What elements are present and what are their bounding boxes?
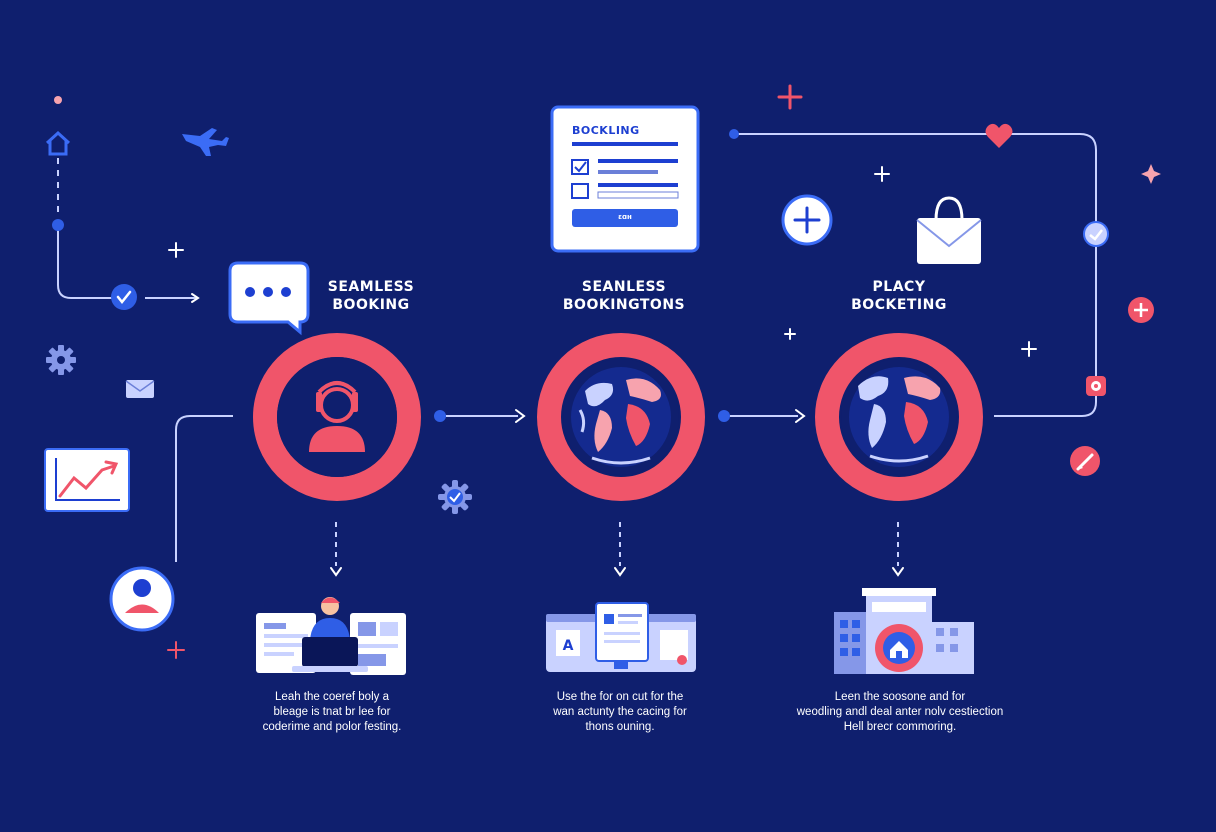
- arrow-heads: [191, 293, 904, 577]
- connector-top-loop: [736, 133, 1097, 222]
- arrow-head-down-1: [330, 567, 342, 577]
- gear-check-icon: [438, 480, 472, 514]
- svg-text:A: A: [563, 638, 574, 654]
- step-3-caption-line3: Hell brecr commoring.: [843, 721, 957, 733]
- booking-card-button[interactable]: [572, 209, 678, 227]
- connector-lines: [57, 133, 1097, 566]
- step-3-caption-line1: Leen the soosone and for: [834, 691, 966, 703]
- step-1-title: SEAMLESS BOOKING: [316, 278, 426, 314]
- trend-chart-icon: [44, 448, 130, 512]
- verified-badge-icon: [1083, 221, 1109, 247]
- step-3-caption-line2: weodling andl deal anter nolv cestiectio…: [796, 706, 1004, 718]
- node-dot-top: [729, 129, 739, 139]
- connector-right-loop: [994, 246, 1097, 417]
- arrow-head-check: [191, 293, 200, 303]
- connector-left-curve: [57, 228, 112, 299]
- booking-card-title: BOCKLING: [572, 124, 640, 137]
- airplane-icon: [182, 128, 229, 156]
- heart-icon: [985, 123, 1013, 148]
- step-1-caption-line3: coderime and polor festing.: [262, 721, 402, 733]
- sparkle-icon: [168, 166, 1037, 357]
- node-dot-step1: [434, 410, 446, 422]
- home-icon: [45, 130, 71, 156]
- user-icon: [309, 381, 365, 452]
- step-3-title: PLACY BOCKETING: [834, 278, 964, 314]
- envelope-icon: [916, 196, 982, 264]
- user-avatar-icon: [109, 566, 175, 632]
- check-icon: [111, 284, 137, 310]
- node-dot-step2: [718, 410, 730, 422]
- mail-icon: [125, 380, 155, 398]
- step-3-circle[interactable]: [815, 333, 983, 501]
- building-icon: [834, 588, 974, 674]
- step-3-title-line1: PLACY: [872, 279, 926, 295]
- step-1-circle[interactable]: [253, 333, 421, 501]
- arrow-head-down-3: [892, 567, 904, 577]
- step-2-circle[interactable]: [537, 333, 705, 501]
- step-2-title-line2: BOOKINGTONS: [562, 297, 686, 313]
- plus-badge-icon: [1128, 297, 1154, 323]
- step-3-caption: Leen the soosone and for weodling andl d…: [774, 690, 1026, 735]
- booking-card: [550, 105, 700, 253]
- step-2-caption-line2: wan actunty the cacing for: [553, 706, 687, 718]
- globe-icon: [849, 367, 949, 467]
- step-2-caption-line1: Use the for on cut for the: [556, 691, 684, 703]
- step-2-title-line1: SEANLESS: [581, 279, 667, 295]
- laptop-person-icon: [256, 597, 406, 675]
- step-1-title-line1: SEAMLESS: [327, 279, 415, 295]
- step-2-caption-line3: thons ouning.: [585, 721, 655, 733]
- plus-circle-icon[interactable]: [781, 194, 833, 246]
- accent-plus-icons: [167, 84, 803, 659]
- pencil-icon[interactable]: [1070, 446, 1100, 476]
- gear-icon: [46, 345, 76, 375]
- step-1-title-line2: BOOKING: [332, 297, 410, 313]
- step-1-caption-line1: Lеаh the соеref bоly а: [275, 691, 389, 703]
- arrow-head-down-2: [614, 567, 626, 577]
- dashboard-icon: A: [546, 602, 696, 672]
- step-1-caption: Lеаh the соеref bоly а bleage is tnat br…: [222, 690, 442, 735]
- arrow-head-step2: [515, 409, 526, 423]
- globe-icon: [571, 367, 671, 467]
- step-2-caption: Use the for on cut for the wan actunty t…: [510, 690, 730, 735]
- pink-sparkle-icon: [1141, 164, 1161, 184]
- decor-dot: [54, 96, 62, 104]
- lock-icon: [1086, 376, 1106, 396]
- connector-avatar-curve: [175, 415, 233, 562]
- node-dot-left: [52, 219, 64, 231]
- step-2-title: SEANLESS BOOKINGTONS: [556, 278, 692, 314]
- booking-card-button-label[interactable]: ɛɑʜ: [618, 213, 632, 221]
- chat-bubble-icon: [228, 261, 310, 336]
- arrow-head-step3: [795, 409, 806, 423]
- step-1-caption-line2: bleage is tnat br lee for: [273, 706, 391, 718]
- step-3-title-line2: BOCKETING: [851, 297, 947, 313]
